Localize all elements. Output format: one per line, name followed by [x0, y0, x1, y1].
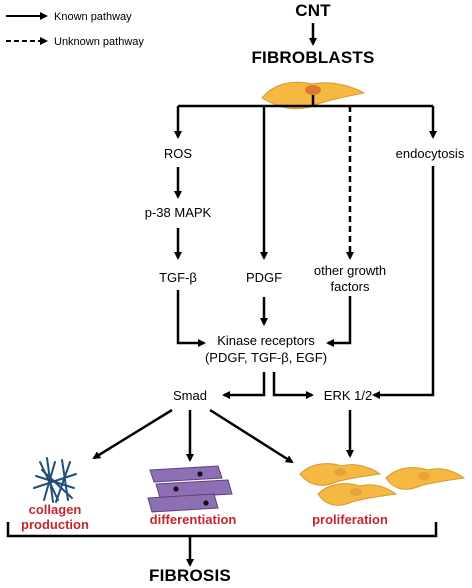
arrow-kinase-erk	[272, 372, 314, 399]
arrow-tgf-kinase	[176, 290, 206, 347]
arrow-smad-collagen	[92, 408, 173, 460]
differentiated-cells-icon	[147, 465, 233, 513]
node-ros: ROS	[163, 146, 193, 161]
legend-unknown-label: Unknown pathway	[54, 36, 144, 48]
legend-known-label: Known pathway	[54, 11, 132, 23]
node-smad: Smad	[173, 388, 207, 403]
node-erk: ERK 1/2	[323, 388, 373, 403]
arrow-smad-proliferation	[209, 408, 294, 464]
node-kinase-receptors-line1: Kinase receptors	[217, 333, 315, 348]
node-cnt: CNT	[295, 1, 331, 20]
arrow-kinase-smad	[222, 372, 266, 399]
node-other-growth-factors-line1: other growth	[313, 263, 387, 278]
node-p38-mapk: p-38 MAPK	[144, 205, 212, 220]
outcome-collagen-line1: collagen	[28, 502, 82, 517]
outcome-collagen-line2: production	[21, 517, 89, 532]
collagen-fibers-icon	[33, 457, 77, 503]
outcomes-bracket	[6, 522, 438, 538]
node-pdgf: PDGF	[245, 270, 283, 285]
node-endocytosis: endocytosis	[395, 146, 465, 161]
arrow-endocytosis-erk	[372, 166, 435, 399]
node-tgf-beta: TGF-β	[159, 270, 197, 285]
outcome-proliferation: proliferation	[312, 512, 388, 527]
node-fibrosis: FIBROSIS	[149, 566, 231, 585]
node-fibroblasts: FIBROBLASTS	[251, 48, 375, 67]
outcome-differentiation: differentiation	[149, 512, 237, 527]
proliferating-cells-icon	[299, 463, 466, 506]
node-other-growth-factors-line2: factors	[330, 279, 370, 294]
arrow-growth-kinase	[326, 296, 352, 347]
node-kinase-receptors-line2: (PDGF, TGF-β, EGF)	[204, 350, 328, 365]
